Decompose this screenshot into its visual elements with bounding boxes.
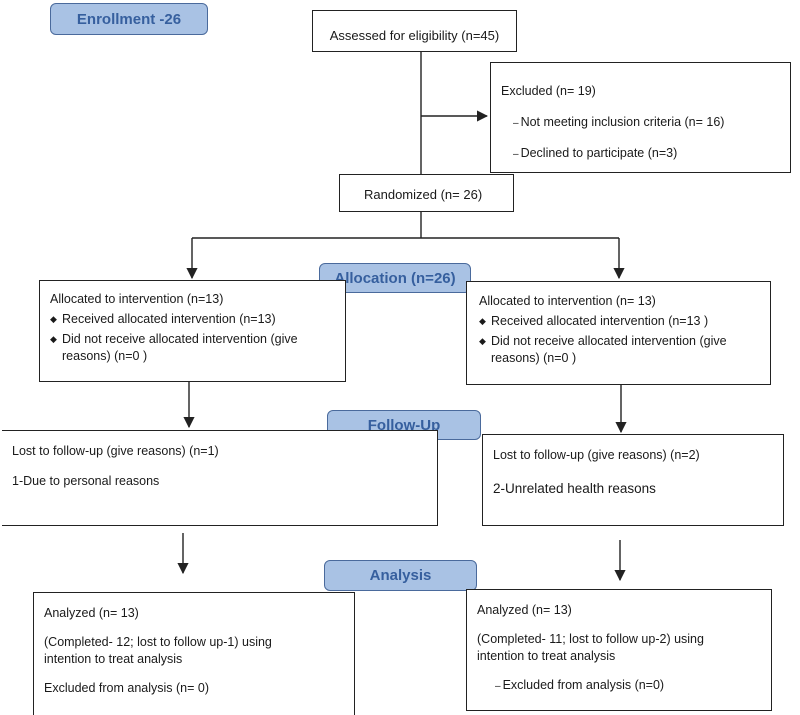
randomized-box: Randomized (n= 26) [339, 174, 514, 212]
analysis-left-title: Analyzed (n= 13) [44, 606, 139, 620]
followup-right-box: Lost to follow-up (give reasons) (n=2) 2… [482, 434, 784, 526]
followup-right-title: Lost to follow-up (give reasons) (n=2) [493, 448, 700, 462]
excluded-item: –Declined to participate (n=3) [513, 145, 678, 160]
excluded-item: –Not meeting inclusion criteria (n= 16) [513, 114, 725, 129]
analysis-right-box: Analyzed (n= 13) (Completed- 11; lost to… [466, 589, 772, 711]
dash-icon: – [513, 148, 519, 160]
allocation-left-box: Allocated to intervention (n=13) ◆ Recei… [39, 280, 346, 382]
bullet-icon: ◆ [479, 315, 486, 326]
stage-analysis: Analysis [324, 560, 477, 591]
allocation-left-title: Allocated to intervention (n=13) [50, 292, 224, 306]
allocation-right-received: ◆ Received allocated intervention (n=13 … [479, 313, 709, 328]
analysis-right-title: Analyzed (n= 13) [477, 603, 572, 617]
allocation-right-box: Allocated to intervention (n= 13) ◆ Rece… [466, 281, 771, 385]
analysis-left-completed: (Completed- 12; lost to follow up-1) usi… [44, 634, 272, 666]
bullet-icon: ◆ [50, 313, 57, 324]
allocation-left-not-received: ◆ Did not receive allocated intervention… [50, 331, 298, 363]
randomized-label: Randomized (n= 26) [364, 187, 483, 202]
excluded-title: Excluded (n= 19) [501, 84, 596, 98]
bullet-icon: ◆ [50, 333, 57, 344]
dash-icon: – [495, 680, 501, 692]
analysis-right-completed: (Completed- 11; lost to follow up-2) usi… [477, 631, 704, 663]
assessed-box: Assessed for eligibility (n=45) [312, 10, 517, 52]
allocation-right-title: Allocated to intervention (n= 13) [479, 294, 656, 308]
dash-icon: – [513, 117, 519, 129]
stage-allocation: Allocation (n=26) [319, 263, 471, 293]
excluded-box: Excluded (n= 19) –Not meeting inclusion … [490, 62, 791, 173]
analysis-right-excluded: –Excluded from analysis (n=0) [495, 677, 665, 692]
followup-left-box: Lost to follow-up (give reasons) (n=1) 1… [2, 430, 438, 526]
allocation-right-not-received: ◆ Did not receive allocated intervention… [479, 333, 727, 365]
followup-left-reason: 1-Due to personal reasons [12, 473, 160, 488]
assessed-label: Assessed for eligibility (n=45) [329, 28, 500, 44]
followup-left-title: Lost to follow-up (give reasons) (n=1) [12, 444, 219, 458]
bullet-icon: ◆ [479, 335, 486, 346]
stage-enrollment: Enrollment -26 [50, 3, 208, 35]
followup-right-reason: 2-Unrelated health reasons [493, 480, 656, 496]
analysis-left-excluded: Excluded from analysis (n= 0) [44, 680, 210, 695]
allocation-left-received: ◆ Received allocated intervention (n=13) [50, 311, 276, 326]
analysis-left-box: Analyzed (n= 13) (Completed- 12; lost to… [33, 592, 355, 715]
